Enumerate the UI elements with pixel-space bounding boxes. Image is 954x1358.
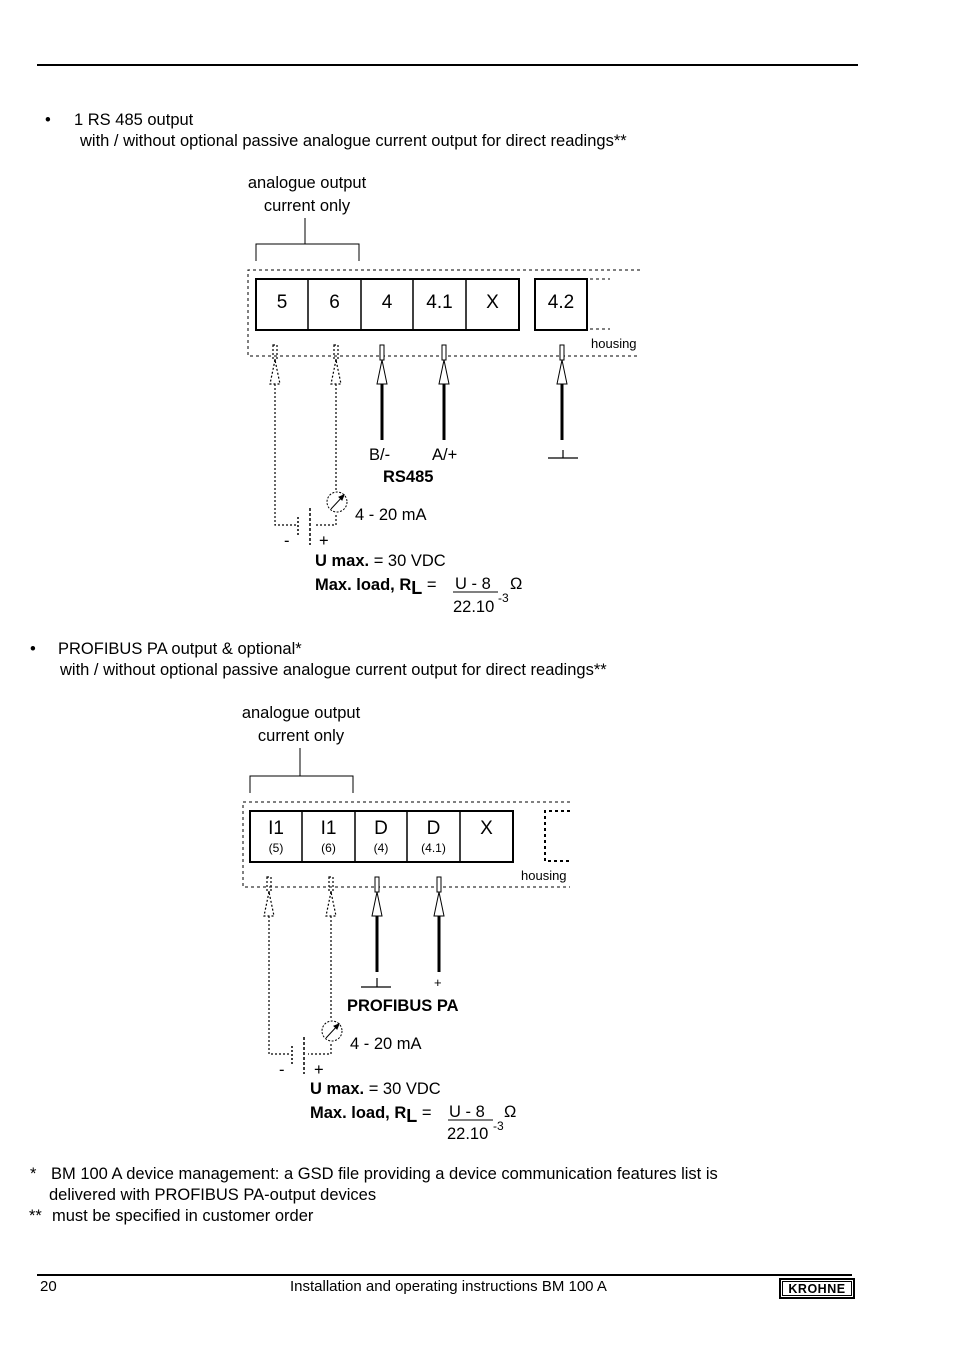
section1-load: Max. load, RL =: [315, 574, 437, 598]
section2-terminal-top: I1: [268, 818, 284, 839]
section2-terminal-bottom: (5): [268, 841, 284, 855]
section1-load-eq: =: [426, 576, 437, 594]
section1-wire-a: A/+: [432, 446, 458, 464]
section2-minus: -: [279, 1061, 285, 1079]
section1-title: 1 RS 485 output: [74, 111, 194, 129]
section1-load-den: 22.10: [453, 598, 495, 616]
section2-subtitle: with / without optional passive analogue…: [60, 661, 607, 679]
section2-umax-value: = 30 VDC: [368, 1080, 441, 1098]
section2-terminal-top: X: [480, 818, 493, 839]
section2-terminal-bottom: (6): [321, 841, 336, 855]
section1-load-sub: L: [411, 578, 423, 598]
section1-minus: -: [284, 532, 290, 550]
section2-load-sub: L: [406, 1106, 418, 1126]
section1-umax-value: = 30 VDC: [373, 552, 446, 570]
footer-rule: [37, 1274, 852, 1276]
section1-analogue-label-1: analogue output: [247, 174, 367, 192]
section2-load-unit: Ω: [504, 1103, 517, 1121]
page-number: 20: [40, 1278, 57, 1295]
footnote-double-star-line: must be specified in customer order: [52, 1207, 314, 1225]
section2-terminal-bottom: (4.1): [421, 841, 446, 855]
section2-wire-plus: +: [434, 975, 442, 990]
footnote-star-mark: *: [30, 1165, 37, 1183]
section1-load-label: Max. load, R: [315, 576, 412, 594]
section1-load-exp: -3: [498, 591, 509, 605]
section1-analogue-label-2: current only: [263, 197, 351, 215]
section2-umax: U max. = 30 VDC: [310, 1079, 441, 1099]
section2-terminal-bottom: (4): [373, 841, 389, 855]
section2-terminal-top: I1: [320, 818, 337, 839]
section1-terminal-4-2: 4.2: [547, 292, 575, 313]
section2-housing-label: housing: [521, 868, 567, 883]
section2-terminal-x: X: [460, 818, 513, 840]
section2-terminal-d-4: D (4): [355, 818, 407, 856]
section2-current: 4 - 20 mA: [350, 1035, 422, 1053]
footnote-star-line2: delivered with PROFIBUS PA-output device…: [49, 1186, 377, 1204]
section2-analogue-label-2: current only: [257, 727, 345, 745]
section2-bullet: •: [30, 640, 36, 658]
section2-terminal-i1-5: I1 (5): [250, 818, 302, 856]
section2-terminal-i1-6: I1 (6): [302, 818, 355, 856]
section2-load-den: 22.10: [447, 1125, 489, 1143]
section1-terminal-6: 6: [329, 292, 340, 313]
section2-load-exp: -3: [493, 1119, 504, 1133]
section2-terminal-d-4-1: D (4.1): [407, 818, 460, 856]
section2-terminal-top: D: [426, 818, 441, 839]
section1-load-num: U - 8: [455, 575, 491, 593]
section2-analogue-label-1: analogue output: [241, 704, 361, 722]
section1-bus-label: RS485: [383, 468, 434, 486]
krohne-logo: KROHNE: [779, 1278, 855, 1299]
section1-terminal-4: 4: [381, 292, 393, 313]
section1-plus: +: [319, 532, 329, 550]
section2-terminal-top: D: [374, 818, 388, 839]
footer-doc-title: Installation and operating instructions …: [290, 1278, 607, 1295]
header-rule: [37, 64, 858, 66]
section1-subtitle: with / without optional passive analogue…: [80, 132, 627, 150]
section2-load-eq: =: [421, 1104, 432, 1122]
section1-terminal-x: X: [486, 292, 499, 313]
footnote-star-line1: BM 100 A device management: a GSD file p…: [51, 1165, 718, 1183]
section2-load-label: Max. load, R: [310, 1104, 407, 1122]
section1-umax: U max. = 30 VDC: [315, 551, 446, 571]
section1-umax-label: U max.: [315, 552, 370, 570]
section2-title: PROFIBUS PA output & optional*: [58, 640, 302, 658]
krohne-logo-text: KROHNE: [782, 1281, 852, 1296]
section2-bus-label: PROFIBUS PA: [347, 997, 459, 1015]
section1-terminal-5: 5: [276, 292, 288, 313]
section1-wire-b: B/-: [369, 446, 391, 464]
section1-load-unit: Ω: [510, 575, 523, 593]
section1-bullet: •: [45, 111, 51, 129]
section2-load-num: U - 8: [449, 1103, 485, 1121]
section2-load: Max. load, RL =: [310, 1102, 432, 1126]
section1-current: 4 - 20 mA: [355, 506, 427, 524]
section1-housing-label: housing: [591, 336, 637, 351]
section2-umax-label: U max.: [310, 1080, 365, 1098]
section2-plus: +: [314, 1061, 324, 1079]
section1-terminal-4-1: 4.1: [426, 292, 453, 313]
footnote-double-star-mark: **: [29, 1207, 42, 1225]
